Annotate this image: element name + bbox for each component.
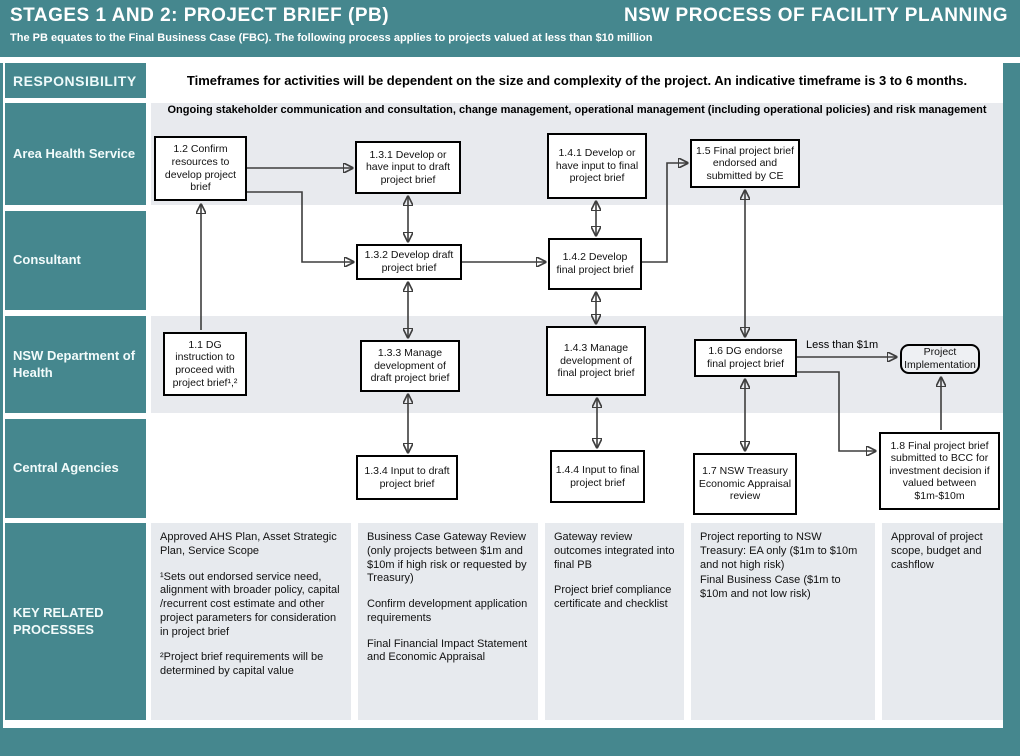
header-right-title: NSW PROCESS OF FACILITY PLANNING xyxy=(623,5,1008,26)
process-box-1-4-1: 1.4.1 Develop or have input to final pro… xyxy=(547,133,647,199)
right-edge-stripe xyxy=(1003,63,1020,728)
key-process-text: Final Financial Impact Statement and Eco… xyxy=(367,637,528,664)
process-box-1-8: 1.8 Final project brief submitted to BCC… xyxy=(879,432,1000,510)
lane-area-health-service: Area Health Service xyxy=(5,103,146,205)
lane-consultant: Consultant xyxy=(5,211,146,310)
process-box-1-3-4: 1.3.4 Input to draft project brief xyxy=(356,455,458,500)
key-process-text: Gateway review outcomes integrated into … xyxy=(554,531,675,571)
key-process-text: Confirm development application requirem… xyxy=(367,598,528,624)
key-processes-col-4: Project reporting to NSW Treasury: EA on… xyxy=(691,523,875,720)
timeframe-note: Timeframes for activities will be depend… xyxy=(186,73,968,88)
label-less-than-1m: Less than $1m xyxy=(806,339,879,351)
key-processes-col-2: Business Case Gateway Review (only proje… xyxy=(358,523,538,720)
header-bar: STAGES 1 AND 2: PROJECT BRIEF (PB) NSW P… xyxy=(0,0,1020,57)
key-process-text: Final Business Case ($1m to $10m and not… xyxy=(700,574,841,600)
key-process-text: Business Case Gateway Review (only proje… xyxy=(367,531,527,585)
key-processes-col-3: Gateway review outcomes integrated into … xyxy=(545,523,684,720)
key-process-text: Approval of project scope, budget and ca… xyxy=(891,531,983,571)
key-processes-col-5: Approval of project scope, budget and ca… xyxy=(882,523,1003,720)
process-box-1-4-3: 1.4.3 Manage development of final projec… xyxy=(546,326,646,396)
process-box-1-6: 1.6 DG endorse final project brief xyxy=(694,339,797,377)
page-title: STAGES 1 AND 2: PROJECT BRIEF (PB) xyxy=(10,5,390,26)
key-process-text: Approved AHS Plan, Asset Strategic Plan,… xyxy=(160,531,337,557)
process-box-1-4-4: 1.4.4 Input to final project brief xyxy=(550,450,645,503)
lane-nsw-department-of-health: NSW Department of Health xyxy=(5,316,146,413)
responsibility-header: RESPONSIBILITY xyxy=(5,63,146,98)
key-process-text: Project brief compliance certificate and… xyxy=(554,584,672,610)
lane-central-agencies: Central Agencies xyxy=(5,419,146,518)
left-edge-stripe xyxy=(0,63,3,728)
lane-key-related-processes: KEY RELATED PROCESSES xyxy=(5,523,146,720)
ongoing-note: Ongoing stakeholder communication and co… xyxy=(167,104,987,116)
process-box-1-1: 1.1 DG instruction to proceed with proje… xyxy=(163,332,247,396)
process-box-1-3-3: 1.3.3 Manage development of draft projec… xyxy=(360,340,460,392)
key-process-text: ²Project brief requirements will be dete… xyxy=(160,651,324,677)
process-box-1-2: 1.2 Confirm resources to develop project… xyxy=(154,136,247,201)
key-process-text: Project reporting to NSW Treasury: EA on… xyxy=(700,531,858,571)
process-box-1-4-2: 1.4.2 Develop final project brief xyxy=(548,238,642,290)
key-process-text: ¹Sets out endorsed service need, alignme… xyxy=(160,570,340,638)
key-processes-col-1: Approved AHS Plan, Asset Strategic Plan,… xyxy=(151,523,351,720)
process-box-1-7: 1.7 NSW Treasury Economic Appraisal revi… xyxy=(693,453,797,515)
footer-bar xyxy=(0,728,1020,756)
process-box-project-implementation: Project Implementation xyxy=(900,344,980,374)
header-subtitle: The PB equates to the Final Business Cas… xyxy=(10,32,653,44)
process-box-1-5: 1.5 Final project brief endorsed and sub… xyxy=(690,139,800,188)
process-box-1-3-2: 1.3.2 Develop draft project brief xyxy=(356,244,462,280)
process-box-1-3-1: 1.3.1 Develop or have input to draft pro… xyxy=(355,141,461,194)
